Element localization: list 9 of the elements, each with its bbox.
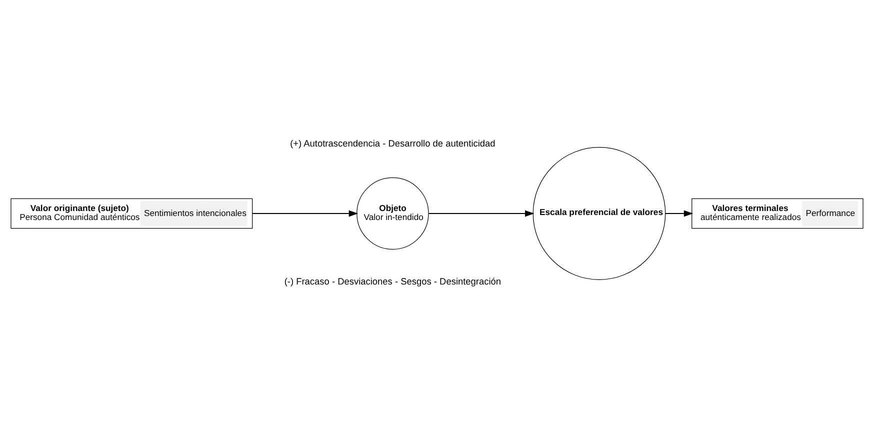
node-circle: Objeto Valor in-tendido (356, 176, 429, 250)
label: (-) Fracaso - Desviaciones - Sesgos - Desintegración (284, 276, 502, 286)
label: (+) Autotrascendencia - Desarrollo de autenticidad (290, 138, 496, 148)
arrow (252, 210, 358, 216)
node-box: Valor originante (sujeto) Persona Comunidad auténticos Sentimientos intencionales (10, 198, 253, 228)
arrow (428, 210, 534, 216)
node-box: Valores terminales auténticamente realizados Performance (692, 198, 864, 228)
node-circle: Escala preferencial de valores (532, 146, 666, 280)
arrow (665, 210, 694, 216)
